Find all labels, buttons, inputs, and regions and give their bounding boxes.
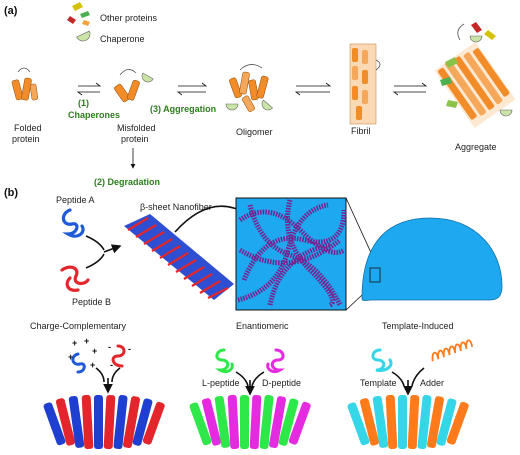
oligomer-icon (226, 64, 273, 112)
equilibrium-arrow-4 (394, 83, 426, 95)
fibril-label: Fibril (351, 126, 371, 136)
merge-arrow-top (86, 236, 104, 250)
hydrogel-droplet-icon (362, 218, 502, 301)
peptide-b-icon (62, 267, 88, 290)
svg-text:+: + (68, 352, 73, 362)
misfolded-label-2: protein (121, 134, 149, 144)
aggregate-icon (434, 22, 515, 128)
panel-b-label: (b) (4, 187, 18, 199)
legend-other-proteins-icon (67, 2, 90, 26)
template-fiber-bundle-icon (347, 395, 470, 450)
misfolded-protein-icon (114, 69, 154, 102)
enantiomeric-title: Enantiomeric (236, 321, 289, 331)
fibril-icon (350, 44, 380, 124)
chaperones-number-label: (1) (78, 98, 89, 108)
folded-protein-icon (12, 68, 39, 101)
equilibrium-arrow-1 (78, 83, 100, 95)
peptide-b-label: Peptide B (72, 297, 111, 307)
l-peptide-label: L-peptide (202, 378, 240, 388)
panel-a-label: (a) (4, 5, 18, 17)
charge-fiber-bundle-icon (43, 395, 166, 450)
svg-text:+: + (90, 360, 95, 370)
adder-label: Adder (420, 378, 444, 388)
template-induced-title: Template-Induced (382, 321, 454, 331)
svg-text:-: - (128, 344, 131, 354)
svg-text:+: + (84, 336, 89, 346)
d-peptide-label: D-peptide (262, 378, 301, 388)
nanofiber-mesh-inset (236, 198, 346, 310)
peptide-a-label: Peptide A (56, 195, 95, 205)
merge-arrow-head (104, 246, 120, 252)
folded-label-1: Folded (14, 123, 42, 133)
charged-peptides-icon: +++ ++ --- (68, 336, 131, 372)
legend-chaperone-icon (77, 31, 93, 43)
chaperones-label: Chaperones (68, 110, 120, 120)
svg-text:+: + (72, 338, 77, 348)
template-peptide-icon (373, 350, 391, 370)
degradation-label: (2) Degradation (94, 177, 160, 187)
aggregation-label: (3) Aggregation (150, 104, 216, 114)
adder-coil-icon (430, 340, 472, 362)
svg-text:+: + (92, 346, 97, 356)
legend-chaperone-label: Chaperone (100, 34, 145, 44)
folded-label-2: protein (12, 134, 40, 144)
equilibrium-arrow-2 (178, 83, 206, 95)
legend-other-proteins-label: Other proteins (100, 13, 158, 23)
merge-arrow-bottom (86, 254, 104, 268)
d-peptide-icon (268, 350, 283, 372)
template-label: Template (360, 378, 397, 388)
l-peptide-icon (217, 350, 232, 372)
peptide-a-icon (63, 210, 83, 236)
equilibrium-arrow-3 (296, 83, 330, 95)
charge-complementary-title: Charge-Complementary (30, 321, 127, 331)
misfolded-label-1: Misfolded (117, 123, 156, 133)
oligomer-label: Oligomer (236, 127, 273, 137)
aggregate-label: Aggregate (455, 142, 497, 152)
enantiomeric-fiber-bundle-icon (189, 395, 312, 450)
svg-text:-: - (110, 360, 113, 370)
svg-text:-: - (108, 342, 111, 352)
